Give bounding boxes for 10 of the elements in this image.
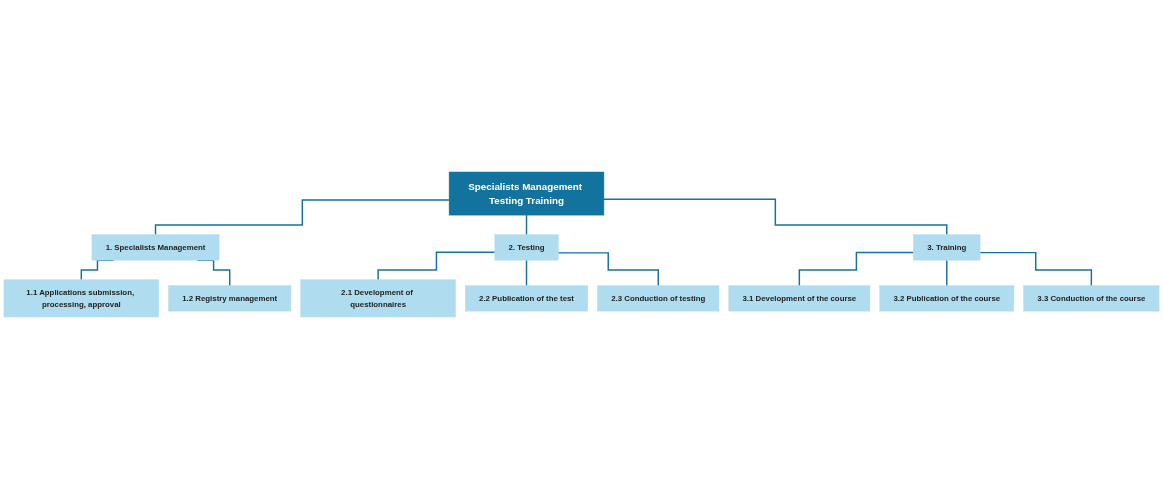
connector xyxy=(154,199,450,236)
connector xyxy=(946,259,948,287)
connector xyxy=(603,198,948,236)
connector xyxy=(525,259,528,287)
connector xyxy=(557,252,659,287)
connector xyxy=(377,251,496,281)
connector xyxy=(798,251,915,287)
connector xyxy=(979,251,1093,287)
node-box: Specialists Management Testing Training xyxy=(448,171,605,216)
connector xyxy=(525,214,528,236)
